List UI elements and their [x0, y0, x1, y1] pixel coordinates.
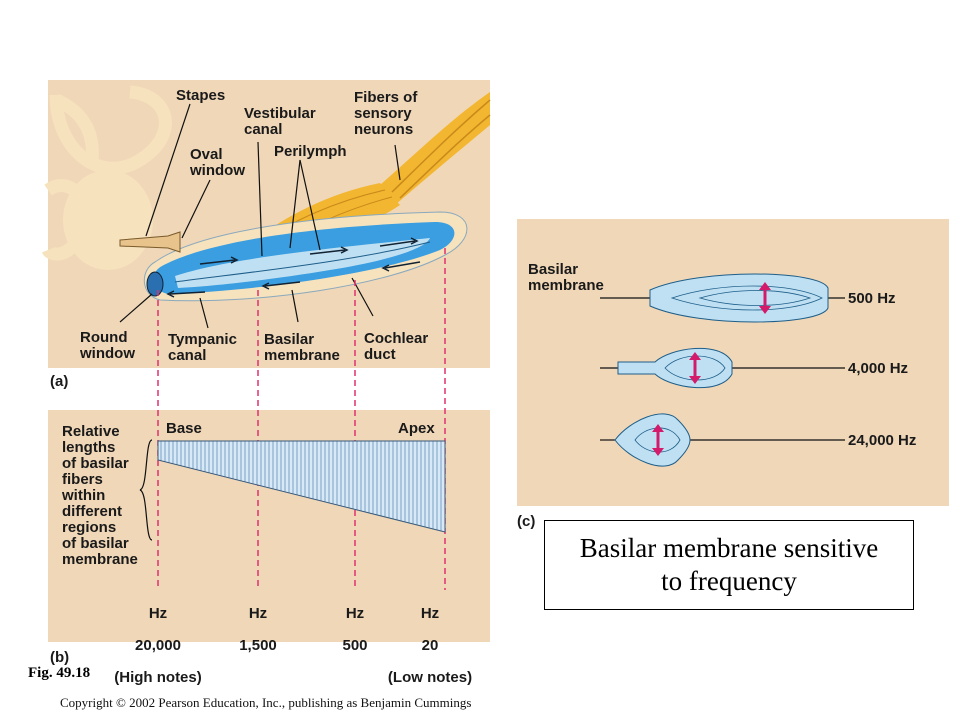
vibration-arrows [652, 282, 771, 456]
freq-unit: Hz [345, 605, 365, 622]
label-apex: Apex [398, 420, 435, 437]
freq-note: (High notes) [114, 669, 202, 686]
membrane-500hz [600, 273, 845, 323]
label-tympanic-canal: Tympanic canal [168, 331, 237, 364]
membrane-24000hz [600, 413, 845, 467]
caption-box: Basilar membrane sensitive to frequency [544, 520, 914, 610]
label-brace [139, 439, 153, 541]
freq-unit: Hz [420, 605, 440, 622]
label-oval-window: Oval window [190, 146, 245, 179]
label-4000hz: 4,000 Hz [848, 360, 909, 377]
basilar-fiber-wedge [157, 440, 446, 533]
freq-label-20000: Hz 20,000 (High notes) [98, 590, 218, 702]
freq-note: (Low notes) [387, 669, 473, 686]
fluid-flow-arrows [166, 237, 421, 298]
freq-value: 20,000 [135, 637, 181, 654]
label-perilymph: Perilymph [274, 143, 347, 160]
figure-number: Fig. 49.18 [28, 665, 91, 681]
membrane-4000hz [600, 347, 845, 389]
freq-value: 500 [342, 637, 368, 654]
label-stapes: Stapes [176, 87, 226, 104]
label-500hz: 500 Hz [848, 290, 896, 307]
freq-label-1500: Hz 1,500 [228, 590, 288, 670]
round-window [146, 271, 164, 297]
freq-unit: Hz [148, 605, 168, 622]
freq-label-500: Hz 500 [325, 590, 385, 670]
copyright-notice: Copyright © 2002 Pearson Education, Inc.… [60, 695, 472, 710]
panel-c-letter: (c) [517, 513, 536, 530]
freq-unit: Hz [248, 605, 268, 622]
label-24000hz: 24,000 Hz [848, 432, 917, 449]
panel-a-leader-lines [119, 103, 401, 329]
panel-c-background [517, 219, 949, 506]
vestibule [63, 170, 153, 270]
label-fibers-of-sensory-neurons: Fibers of sensory neurons [354, 89, 418, 138]
freq-value: 20 [421, 637, 439, 654]
freq-label-20: Hz 20 (Low notes) [380, 590, 480, 702]
frequency-guide-lines [157, 248, 446, 590]
freq-value: 1,500 [239, 637, 277, 654]
label-cochlear-duct: Cochlear duct [364, 330, 429, 363]
panel-b-letter: (b) [50, 649, 70, 666]
label-basilar-membrane: Basilar membrane [264, 331, 340, 364]
uncoiled-cochlea [143, 211, 468, 302]
label-base: Base [166, 420, 202, 437]
panel-a-letter: (a) [50, 373, 69, 390]
stapes [119, 231, 181, 253]
label-vestibular-canal: Vestibular canal [244, 105, 316, 138]
label-round-window: Round window [80, 329, 135, 362]
label-c-basilar-membrane: Basilar membrane [528, 261, 604, 294]
label-relative-lengths: Relative lengths of basilar fibers withi… [62, 423, 138, 568]
